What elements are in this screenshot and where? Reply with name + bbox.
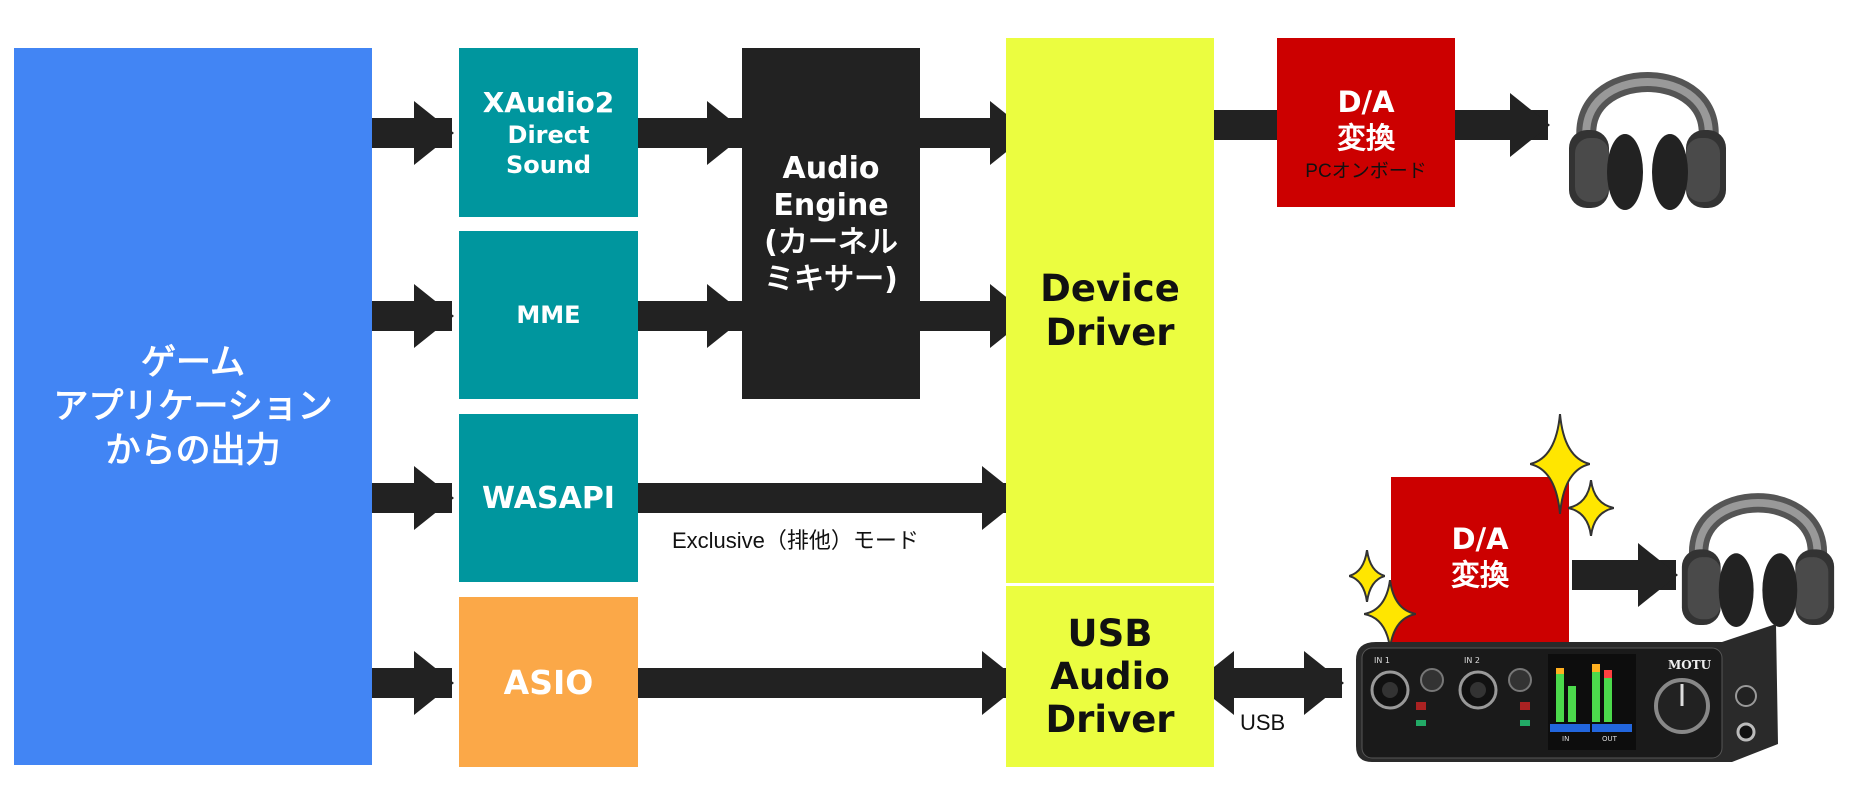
interface-meter-in-label: IN [1562, 735, 1570, 743]
headphones-icon [1569, 72, 1726, 210]
sparkle-icon-small-left [1349, 550, 1385, 602]
mme-label: MME [516, 301, 581, 329]
sparkle-icon-medium-left [1364, 580, 1416, 648]
mme-box: MME [459, 231, 638, 399]
sparkle-icon [1530, 414, 1590, 514]
interface-meter-out-label: OUT [1602, 735, 1617, 743]
audio-engine-line-3: (カーネル [764, 224, 898, 260]
interface-in1-label: IN 1 [1374, 656, 1390, 665]
audio-engine-line-4: ミキサー) [764, 261, 898, 297]
device-driver-box: Device Driver [1006, 38, 1214, 583]
device-driver-line-2: Driver [1045, 310, 1175, 354]
exclusive-mode-caption: Exclusive（排他）モード [672, 528, 919, 553]
xaudio2-label: XAudio2 [482, 85, 615, 119]
da-usb-box: D/A 変換 [1391, 477, 1569, 647]
directsound-label-2: Sound [505, 150, 592, 179]
game-app-line-1: ゲーム [141, 342, 245, 383]
da-onboard-sublabel: PCオンボード [1305, 161, 1427, 182]
audio-engine-box: Audio Engine (カーネル ミキサー) [742, 48, 920, 399]
usb-driver-line-2: Audio [1050, 655, 1170, 698]
audio-engine-line-1: Audio [782, 150, 880, 186]
usb-driver-line-1: USB [1067, 612, 1153, 655]
usb-driver-line-3: Driver [1045, 698, 1175, 741]
sparkle-icon-small-right [1568, 480, 1614, 536]
audio-interface-icon: MOTU IN 1 IN 2 IN OUT [1352, 624, 1780, 764]
device-driver-line-1: Device [1040, 266, 1180, 310]
game-app-line-2: アプリケーション [53, 386, 333, 427]
da-usb-line-2: 変換 [1450, 558, 1509, 592]
game-app-box: ゲーム アプリケーション からの出力 [14, 48, 372, 765]
asio-box: ASIO [459, 597, 638, 767]
wasapi-label: WASAPI [482, 480, 615, 516]
wasapi-box: WASAPI [459, 414, 638, 582]
da-onboard-box: D/A 変換 PCオンボード [1277, 38, 1455, 207]
headphones-icon-usb [1681, 493, 1835, 627]
da-onboard-line-2: 変換 [1336, 121, 1395, 155]
usb-audio-driver-box: USB Audio Driver [1006, 586, 1214, 767]
usb-caption: USB [1240, 710, 1286, 735]
audio-engine-line-2: Engine [773, 187, 889, 223]
interface-in2-label: IN 2 [1464, 656, 1480, 665]
directsound-label-1: Direct [507, 120, 590, 149]
xaudio2-box: XAudio2 Direct Sound [459, 48, 638, 217]
game-app-line-3: からの出力 [105, 430, 281, 471]
da-onboard-line-1: D/A [1337, 85, 1395, 119]
interface-brand-label: MOTU [1668, 658, 1712, 672]
asio-label: ASIO [503, 662, 594, 702]
da-usb-line-1: D/A [1451, 522, 1509, 556]
